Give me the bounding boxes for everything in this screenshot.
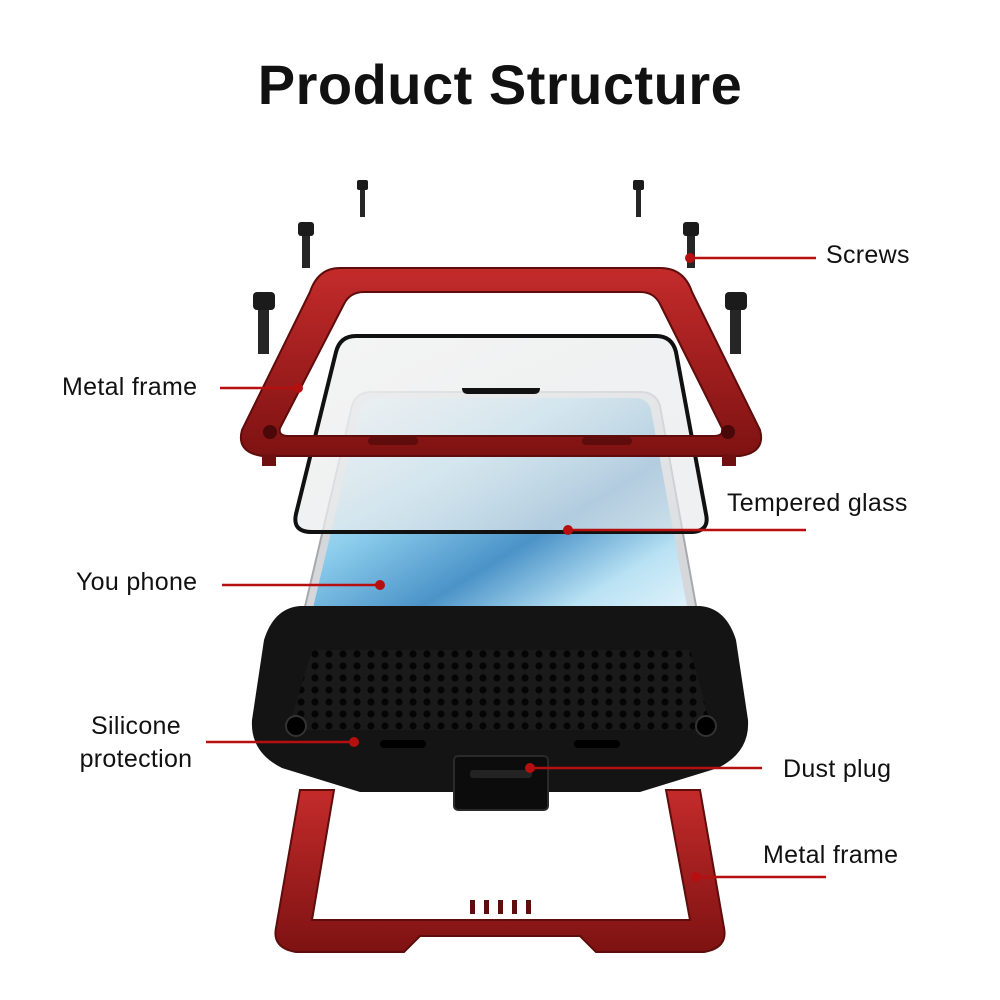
label-silicone-protection-line2: protection xyxy=(79,745,193,773)
screws-group xyxy=(253,180,747,354)
screw-icon xyxy=(683,222,699,268)
silicone-protection xyxy=(251,606,749,792)
label-metal-frame-bottom: Metal frame xyxy=(763,841,899,869)
dust-plug xyxy=(453,755,549,811)
screw-icon xyxy=(725,292,747,354)
tempered-glass xyxy=(293,334,709,534)
label-dust-plug: Dust plug xyxy=(783,755,892,783)
label-metal-frame-top: Metal frame xyxy=(62,373,198,401)
label-silicone-protection-line1: Silicone xyxy=(91,712,181,740)
screw-icon xyxy=(298,222,314,268)
callout-lines xyxy=(206,253,826,882)
label-tempered-glass: Tempered glass xyxy=(727,489,908,517)
label-you-phone: You phone xyxy=(76,568,198,596)
metal-frame-top xyxy=(240,267,762,466)
screw-icon xyxy=(633,180,644,217)
page-title: Product Structure xyxy=(257,53,743,116)
label-silicone-protection: Silicone protection xyxy=(68,710,204,776)
screw-icon xyxy=(253,292,275,354)
screw-icon xyxy=(357,180,368,217)
label-screws: Screws xyxy=(826,241,910,269)
metal-frame-bottom xyxy=(274,789,726,953)
